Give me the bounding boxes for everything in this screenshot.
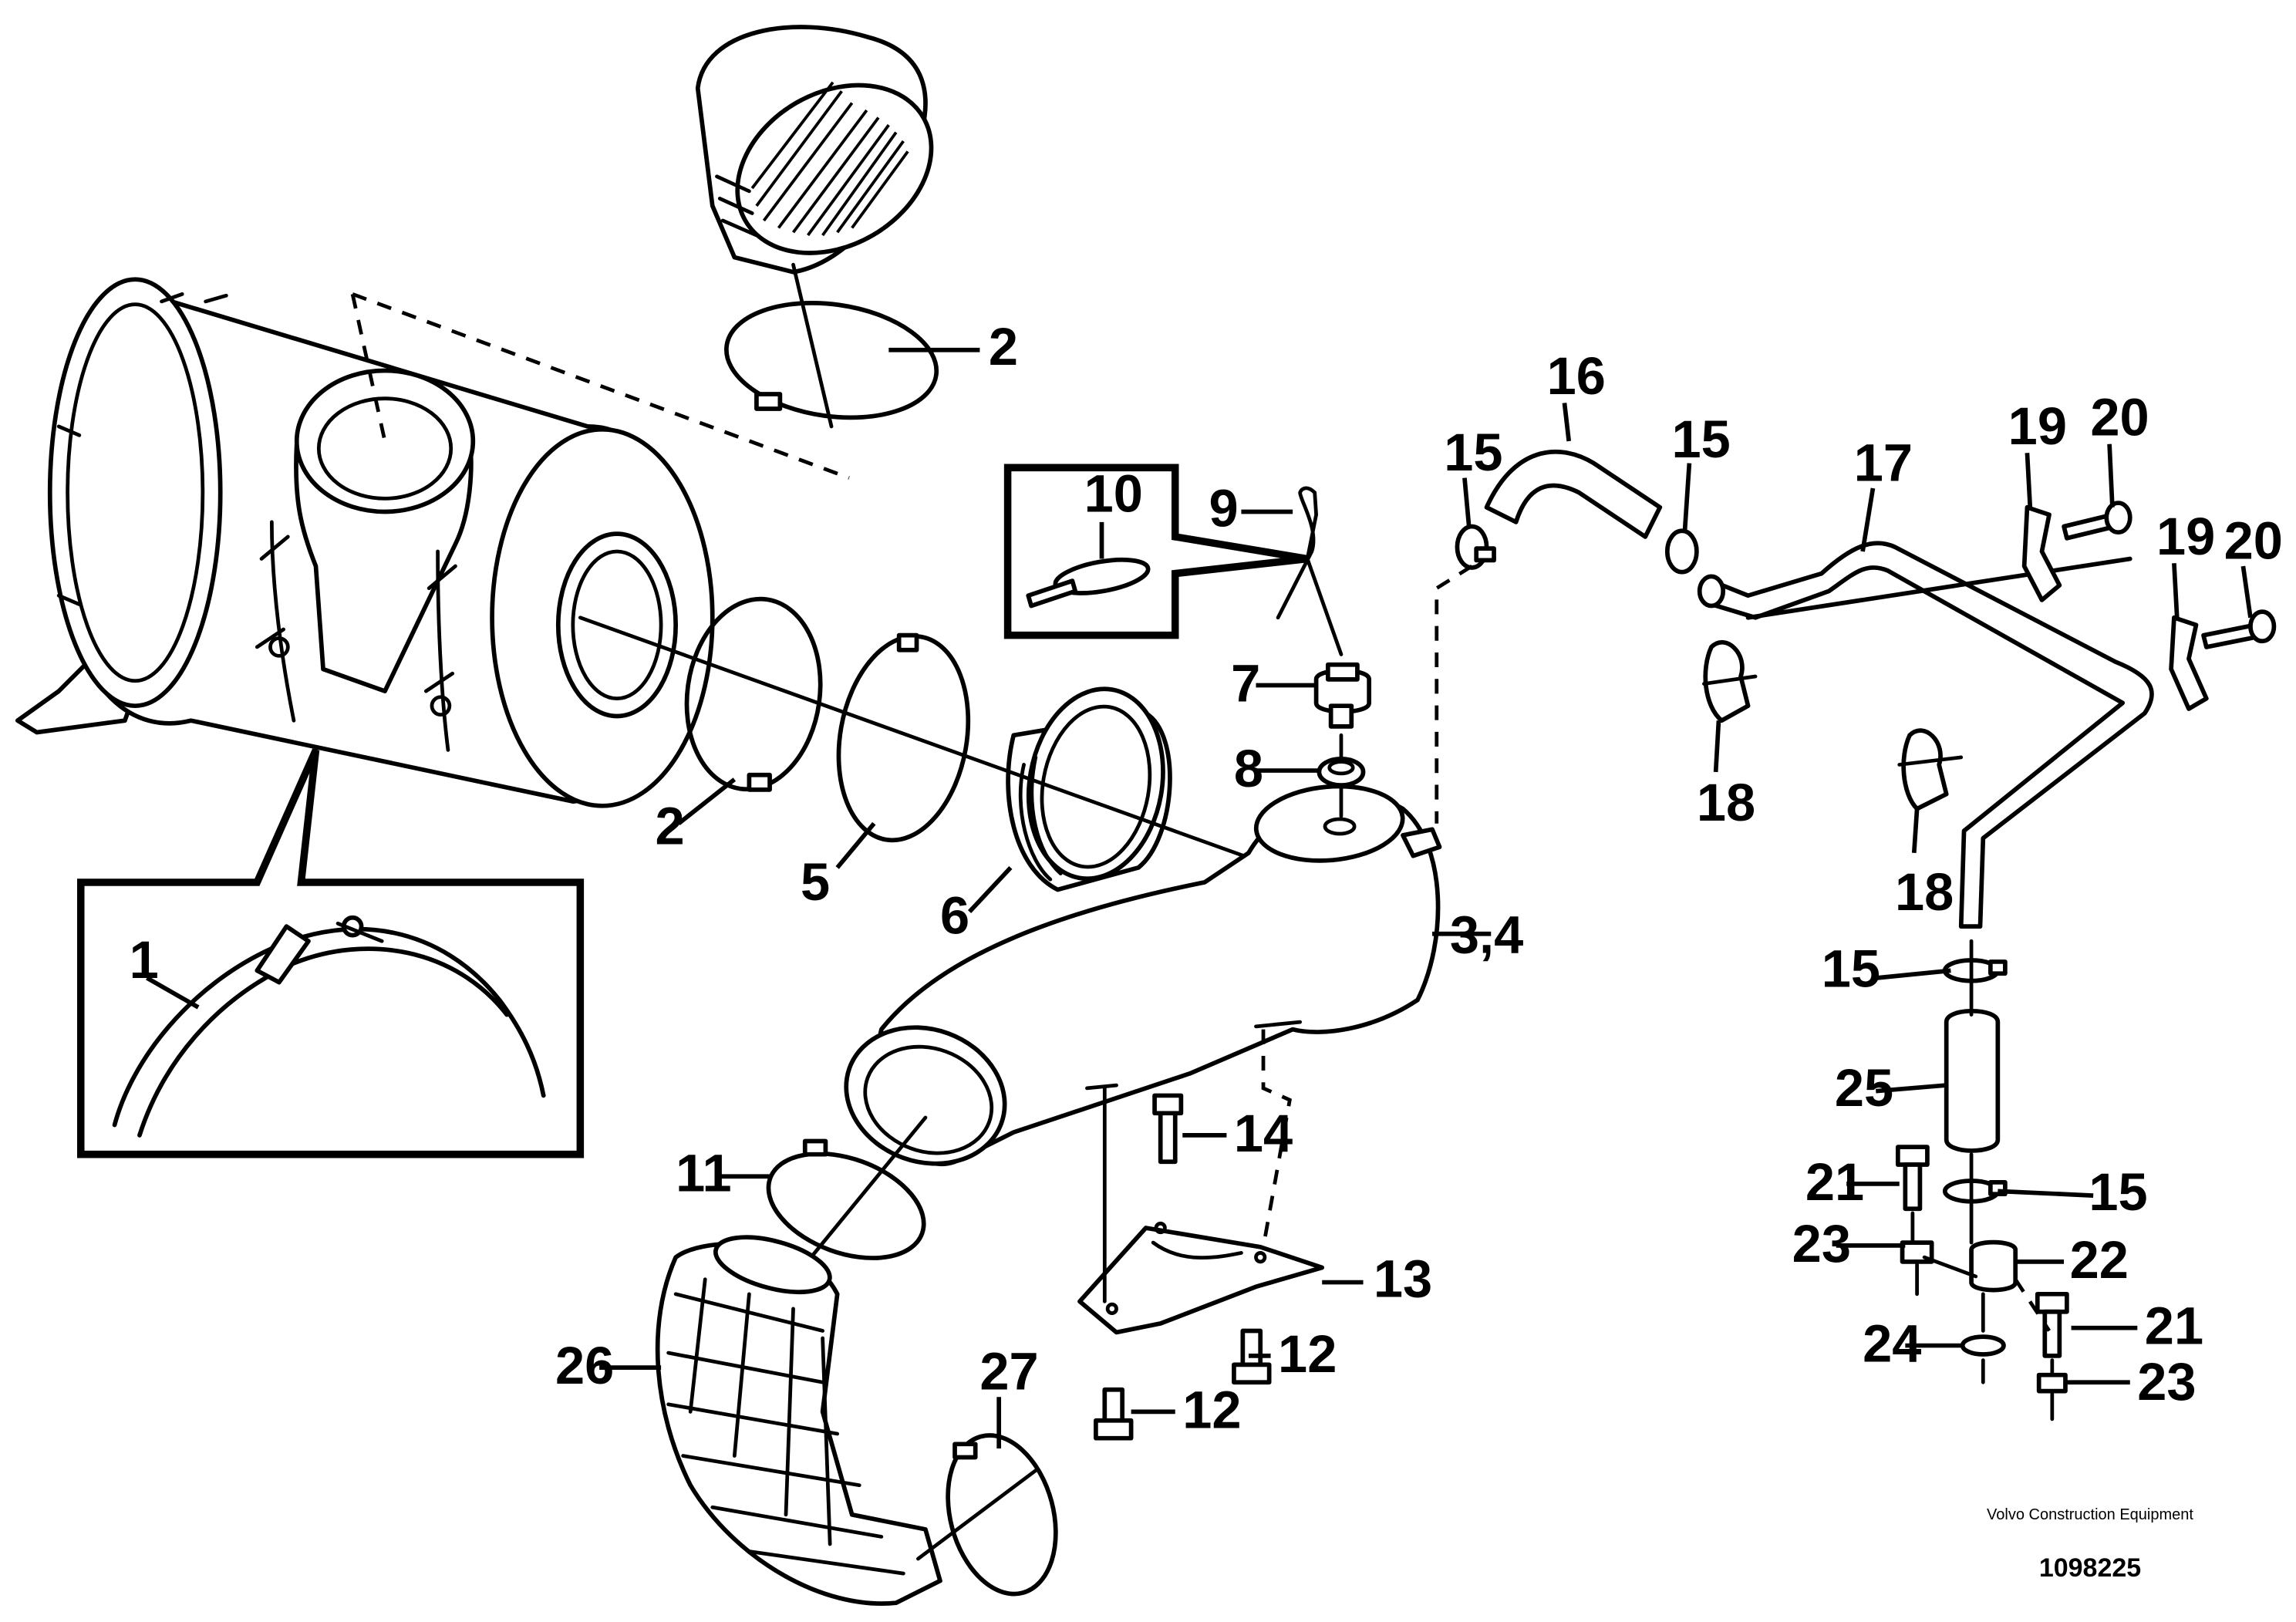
callout-2-upper: 2 bbox=[989, 317, 1018, 376]
screw-20a bbox=[2062, 501, 2132, 541]
callout-26: 26 bbox=[555, 1336, 614, 1395]
hose bbox=[1276, 486, 1344, 656]
drawing-number: 1098225 bbox=[2038, 1553, 2142, 1583]
callout-3-4: 3,4 bbox=[1450, 905, 1523, 964]
flange-screw-12a bbox=[1232, 1328, 1272, 1385]
hose-clip-15d bbox=[1942, 1179, 2008, 1204]
callout-27: 27 bbox=[979, 1342, 1038, 1401]
clamp-19b bbox=[2169, 615, 2209, 711]
callout-18-b: 18 bbox=[1895, 862, 1954, 922]
brand-label: Volvo Construction Equipment bbox=[1987, 1506, 2193, 1523]
callout-18-a: 18 bbox=[1697, 773, 1755, 832]
callout-11: 11 bbox=[676, 1143, 731, 1202]
washer-24 bbox=[1960, 1334, 2006, 1357]
inlet-pipe bbox=[844, 784, 1442, 1166]
callout-5: 5 bbox=[801, 852, 830, 912]
o-ring bbox=[836, 632, 971, 843]
service-indicator bbox=[1313, 662, 1372, 729]
callout-12-lower: 12 bbox=[1182, 1380, 1241, 1439]
rubber-bellows bbox=[655, 1235, 942, 1606]
callout-20-a: 20 bbox=[2090, 387, 2149, 447]
callout-15-c: 15 bbox=[1822, 939, 1880, 998]
clamp-18a bbox=[1702, 639, 1758, 723]
screw-21b bbox=[2035, 1291, 2069, 1358]
hose-clamp-upper bbox=[724, 301, 939, 420]
callout-14: 14 bbox=[1234, 1104, 1293, 1163]
flange-screw-12b bbox=[1094, 1387, 1134, 1441]
callout-15-b: 15 bbox=[1672, 410, 1731, 469]
callout-15-d: 15 bbox=[2089, 1162, 2147, 1222]
air-cleaner bbox=[15, 277, 715, 808]
tube-clamp-23b bbox=[2036, 1372, 2068, 1394]
pipe-17 bbox=[1697, 541, 2154, 929]
clamp-18b bbox=[1897, 728, 1964, 811]
callout-17: 17 bbox=[1854, 433, 1913, 492]
callout-12-upper: 12 bbox=[1278, 1324, 1337, 1384]
hose-clip-15a bbox=[1455, 524, 1496, 570]
clamp-19a bbox=[2021, 504, 2062, 602]
callout-8: 8 bbox=[1234, 739, 1263, 798]
strap-clamp bbox=[112, 915, 546, 1138]
pre-cleaner-hood bbox=[695, 25, 934, 275]
hose-clamp-27 bbox=[946, 1433, 1058, 1597]
hose-25 bbox=[1944, 1009, 2001, 1153]
callout-10: 10 bbox=[1084, 464, 1143, 523]
callout-20-b: 20 bbox=[2224, 511, 2283, 570]
callout-21-b: 21 bbox=[2145, 1297, 2203, 1356]
screw-21a bbox=[1895, 1145, 1930, 1212]
callout-21-a: 21 bbox=[1805, 1152, 1864, 1212]
callout-19-a: 19 bbox=[2008, 396, 2067, 456]
callout-25: 25 bbox=[1835, 1058, 1893, 1118]
callout-15-a: 15 bbox=[1444, 423, 1502, 482]
callout-23-a: 23 bbox=[1792, 1214, 1851, 1273]
grommet bbox=[1317, 756, 1366, 787]
callout-24: 24 bbox=[1863, 1313, 1921, 1373]
callout-9: 9 bbox=[1209, 479, 1239, 538]
callout-6: 6 bbox=[940, 886, 969, 946]
hose-clip-15c bbox=[1942, 958, 2008, 983]
callout-22: 22 bbox=[2070, 1230, 2129, 1290]
inset-cable-tie bbox=[1003, 464, 1308, 639]
hose-clip-15b bbox=[1664, 528, 1699, 575]
breather-hose-16 bbox=[1484, 449, 1663, 539]
inset-strap bbox=[76, 748, 585, 1158]
nipple-22 bbox=[1969, 1239, 2018, 1293]
bracket bbox=[1077, 1221, 1325, 1335]
callout-19-b: 19 bbox=[2156, 507, 2215, 566]
callout-23-b: 23 bbox=[2137, 1352, 2196, 1411]
callout-13: 13 bbox=[1374, 1249, 1432, 1309]
callout-labels: 2 2 3,4 5 6 7 8 9 10 11 12 12 13 14 15 1… bbox=[130, 317, 2283, 1440]
callout-1: 1 bbox=[130, 930, 159, 990]
screw-20b bbox=[2201, 609, 2277, 649]
leader-lines bbox=[146, 347, 2253, 1449]
callout-16: 16 bbox=[1547, 346, 1606, 406]
rubber-connector bbox=[1006, 686, 1172, 892]
callout-2-lower: 2 bbox=[655, 796, 684, 855]
cable-tie bbox=[1026, 557, 1151, 609]
callout-7: 7 bbox=[1231, 653, 1260, 713]
flange-screw-14 bbox=[1152, 1093, 1184, 1165]
